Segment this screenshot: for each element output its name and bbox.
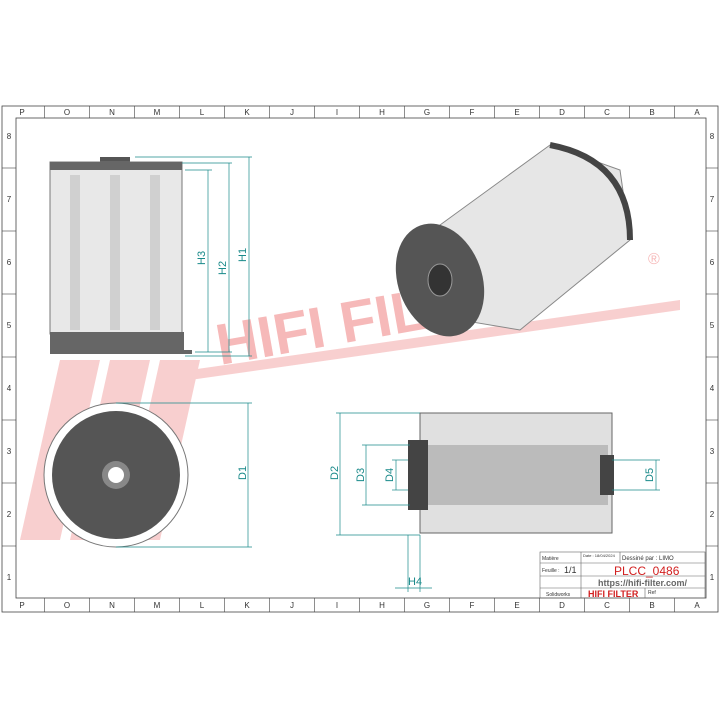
column-label: M [154,108,161,117]
isometric-view [395,142,633,337]
column-label: K [244,601,250,610]
column-label: B [649,108,654,117]
column-label: F [470,601,475,610]
row-label: 1 [7,573,12,582]
column-label: N [109,108,115,117]
brand-name: HIFI FILTER [588,589,639,599]
d1-dimension-lines [116,402,252,548]
row-label: 5 [7,321,12,330]
dim-h3: H3 [196,251,208,265]
row-label: 4 [7,384,12,393]
row-label: 2 [710,510,715,519]
dim-d4: D4 [384,468,396,482]
height-dimension-lines [135,156,252,357]
row-label: 7 [710,195,715,204]
dim-d1: D1 [237,466,249,480]
column-label: I [336,601,338,610]
title-block [539,551,706,599]
software-label: Solidworks [546,592,571,598]
column-label: M [154,601,161,610]
inner-frame [15,117,707,599]
column-label: P [19,601,24,610]
column-label: L [200,108,205,117]
column-label: C [604,601,610,610]
part-number: PLCC_0486 [614,564,680,578]
registered-mark: ® [648,251,660,268]
column-label: E [514,601,519,610]
ref-label: Ref [648,590,656,596]
website-url: https://hifi-filter.com/ [598,578,687,588]
column-label: E [514,108,519,117]
row-label: 1 [710,573,715,582]
end-view [43,402,189,548]
column-label: D [559,601,565,610]
column-label: I [336,108,338,117]
column-label: B [649,601,654,610]
column-label: G [424,108,430,117]
row-label: 4 [710,384,715,393]
dim-d5: D5 [644,468,656,482]
section-dimension-lines [336,412,660,592]
feuille-value: 1/1 [564,565,577,575]
row-label: 6 [7,258,12,267]
column-label: L [200,601,205,610]
column-label: P [19,108,24,117]
matiere-label: Matière [542,556,559,562]
dim-h4: H4 [408,576,422,588]
row-label: 3 [710,447,715,456]
column-label: H [379,108,385,117]
row-label: 8 [7,132,12,141]
column-label: C [604,108,610,117]
section-view [408,412,614,534]
column-label: N [109,601,115,610]
column-label: A [694,108,700,117]
column-label: H [379,601,385,610]
column-label: O [64,601,70,610]
grid-labels: P P O O N N M M L L K K J J I I H H G G F F E E D D C C B B A A 8 8 7 7 6 6 5 5… [2,106,718,612]
row-label: 6 [710,258,715,267]
date-label: Date : 18/04/2024 [583,553,616,558]
row-label: 5 [710,321,715,330]
side-view [49,157,192,354]
feuille-label: Feuille : [542,568,560,574]
column-label: O [64,108,70,117]
column-label: J [290,108,294,117]
column-label: J [290,601,294,610]
outer-frame [1,105,719,613]
row-label: 2 [7,510,12,519]
row-label: 7 [7,195,12,204]
column-label: D [559,108,565,117]
row-label: 3 [7,447,12,456]
dessine-label: Dessiné par : LIMO [622,556,674,562]
column-label: F [470,108,475,117]
dim-d2: D2 [329,466,341,480]
dim-h2: H2 [217,261,229,275]
column-label: K [244,108,250,117]
column-label: A [694,601,700,610]
dim-h1: H1 [237,248,249,262]
row-label: 8 [710,132,715,141]
column-label: G [424,601,430,610]
dim-d3: D3 [355,468,367,482]
